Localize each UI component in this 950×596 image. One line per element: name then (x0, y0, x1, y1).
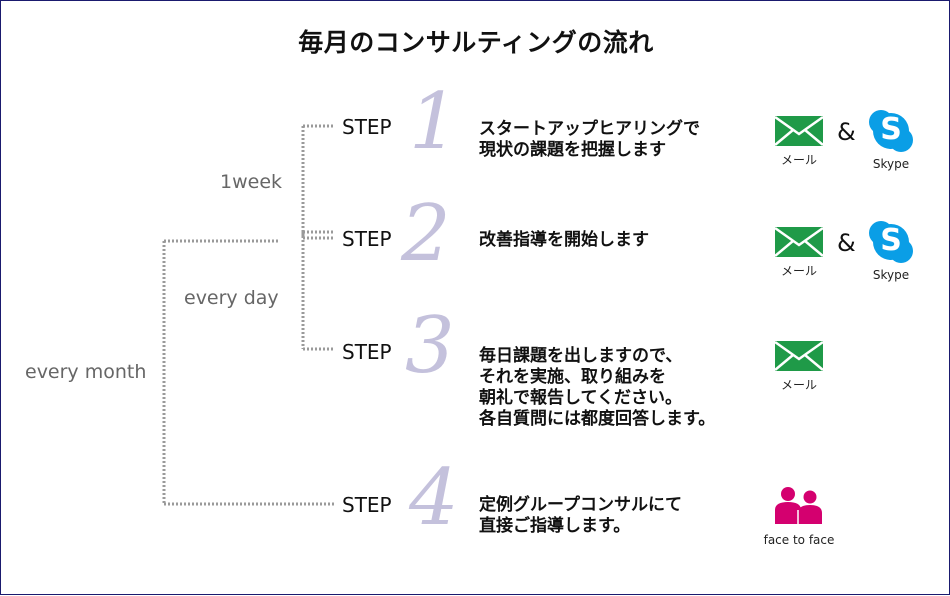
step-1-label: STEP (342, 115, 392, 139)
ampersand: & (837, 118, 856, 146)
mail-caption: メール (780, 153, 817, 167)
step-1-skype: S Skype (864, 109, 918, 171)
skype-letter: S (880, 223, 902, 258)
face-caption: face to face (763, 533, 835, 547)
step-4-number: 4 (409, 453, 459, 543)
step-1-mail: メール (774, 115, 824, 168)
skype-icon (869, 110, 913, 152)
people-icon (775, 487, 822, 524)
mail-icon (774, 226, 824, 257)
mail-caption: メール (780, 264, 817, 278)
mail-icon (774, 340, 824, 371)
skype-letter: S (880, 112, 902, 147)
step-3-label: STEP (342, 340, 392, 364)
label-every-month: every month (25, 361, 147, 383)
step-3-number: 3 (405, 301, 455, 391)
step-4-description: 定例グループコンサルにて 直接ご指導します。 (479, 495, 682, 536)
step-2-label: STEP (342, 227, 392, 251)
skype-icon (869, 221, 913, 263)
mail-caption: メール (780, 378, 817, 392)
skype-caption: Skype (872, 268, 910, 282)
step-2-mail: メール (774, 226, 824, 279)
step-4-face: face to face (758, 486, 840, 547)
page-title: 毎月のコンサルティングの流れ (298, 28, 654, 57)
step-3-description: 毎日課題を出しますので、 それを実施、取り組みを 朝礼で報告してください。 各自… (479, 346, 716, 429)
ampersand: & (837, 229, 856, 257)
step-1-description: スタートアップヒアリングで 現状の課題を把握します (479, 119, 700, 160)
step-2-number: 2 (401, 189, 451, 279)
step-2-skype: S Skype (864, 220, 918, 282)
step-1-number: 1 (409, 77, 459, 167)
step-3-mail: メール (774, 340, 824, 393)
skype-caption: Skype (872, 157, 910, 171)
step-4-label: STEP (342, 493, 392, 517)
step-2-description: 改善指導を開始します (479, 230, 649, 250)
mail-icon (774, 115, 824, 146)
label-every-day: every day (184, 287, 279, 309)
label-week: 1week (220, 171, 283, 193)
